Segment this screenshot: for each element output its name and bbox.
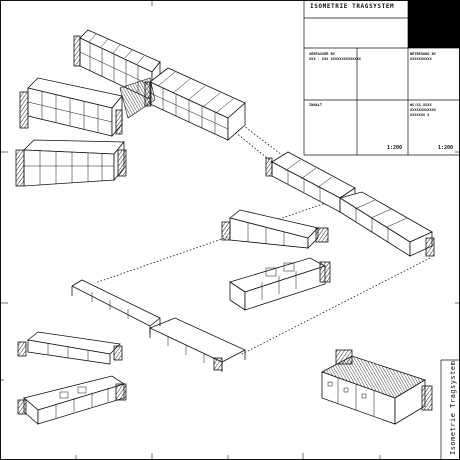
title-block-black-panel xyxy=(408,0,460,48)
building-block-right-upper xyxy=(265,151,435,257)
tutor-value: XXXXXXXXXX xyxy=(410,57,432,61)
content-label: INHALT xyxy=(309,103,322,107)
building-block-bottom-left xyxy=(15,139,127,187)
structural-frame-center xyxy=(149,317,246,372)
author-value: XXX · XXX XXXXXXXXXXXXXX xyxy=(309,57,361,61)
course-line-3: XXXXXXX X xyxy=(410,113,430,117)
building-block-middle xyxy=(221,209,329,249)
building-block-left xyxy=(19,77,123,138)
connection-lines xyxy=(94,122,431,356)
structural-frame-left xyxy=(71,279,161,334)
isometric-building-view xyxy=(321,349,433,425)
building-block-bottom-left-upper xyxy=(17,331,123,365)
building-block-middle-lower xyxy=(229,257,331,311)
title-block xyxy=(303,0,460,156)
stair-connector xyxy=(119,77,156,119)
scale-label-1: 1:200 xyxy=(387,145,403,151)
sheet-title: ISOMETRIE TRAGSYSTEM xyxy=(310,3,395,10)
building-block-bottom-left-lower xyxy=(17,375,127,425)
side-title: Isometrie Tragsystem xyxy=(449,360,457,455)
building-block-center-top xyxy=(144,67,246,141)
course-line-2: XXXXXXXXXXXX xyxy=(410,108,436,112)
tutor-label: BETREUUNG BY xyxy=(410,52,436,56)
author-label: VERFASSER BY xyxy=(309,52,335,56)
scale-label-2: 1:200 xyxy=(438,145,454,151)
course-label: WS/SS XXXX xyxy=(410,103,432,107)
